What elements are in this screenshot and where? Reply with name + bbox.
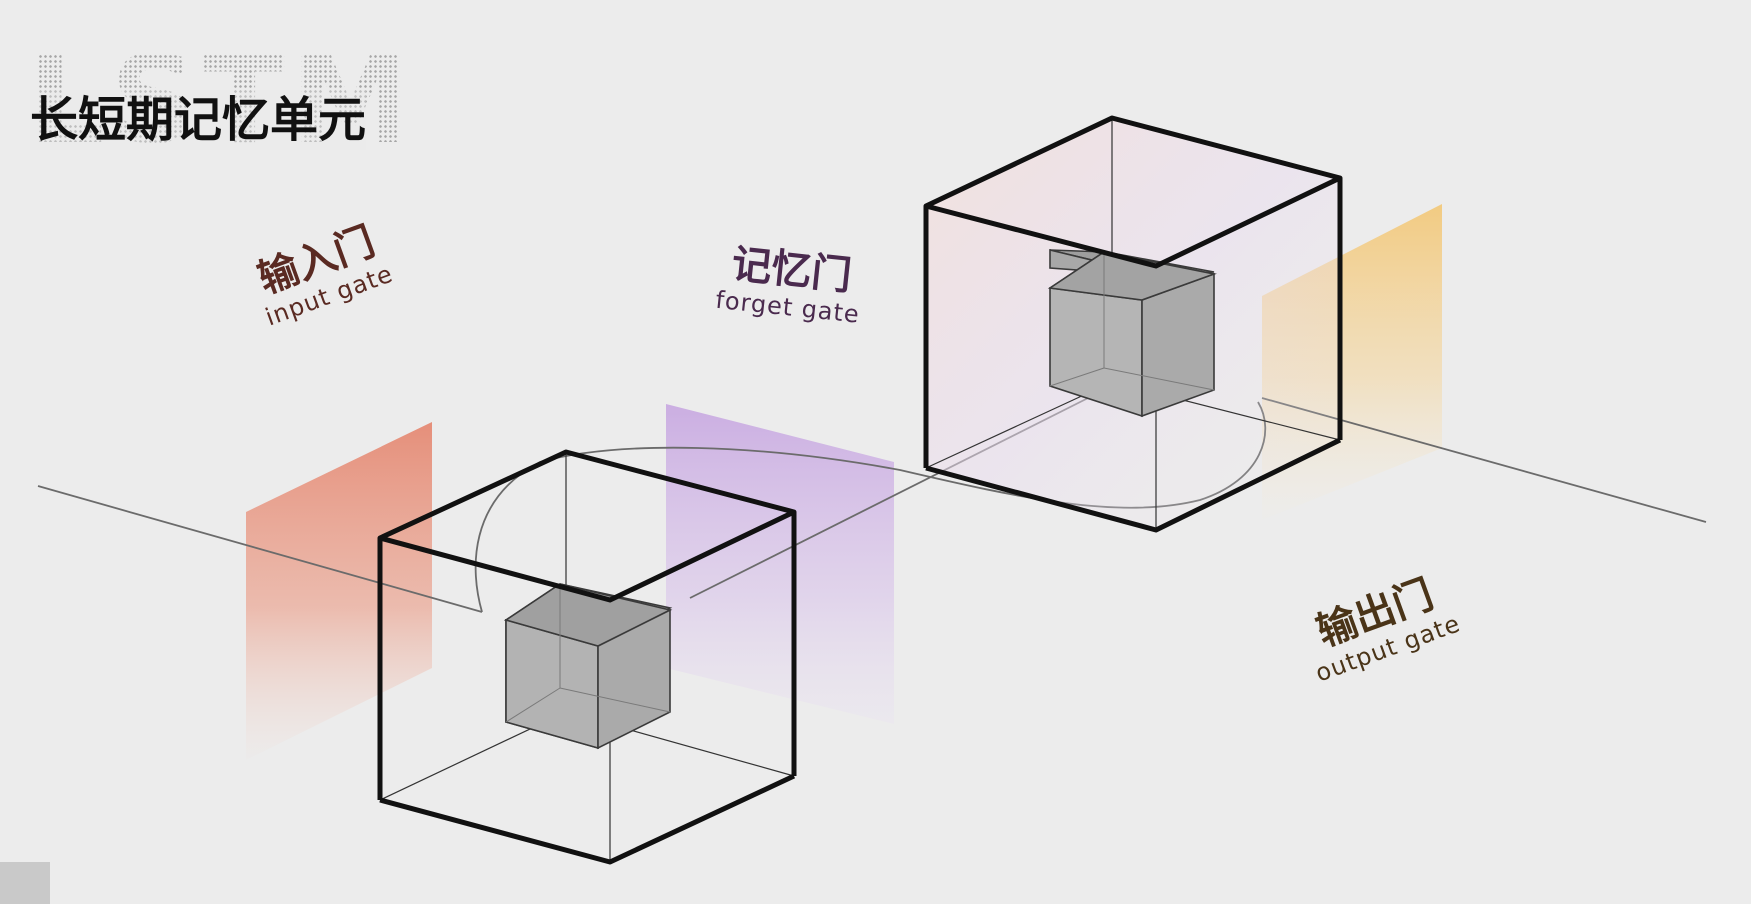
page-title: 长短期记忆单元 <box>30 90 367 150</box>
title-background-text: LSTM <box>28 32 417 171</box>
corner-tab[interactable] <box>0 862 50 904</box>
timeline-left <box>37 485 483 613</box>
title-block: LSTM 长短期记忆单元 <box>28 32 563 171</box>
cube-2-outline <box>923 115 1343 533</box>
forget-gate-label: 记忆门 forget gate <box>714 240 866 328</box>
inner-cube-1 <box>503 583 673 750</box>
forget-gate-panel <box>666 404 894 724</box>
cube-1-outline <box>377 449 797 865</box>
input-gate-panel <box>246 422 432 760</box>
inner-cube-2 <box>1047 248 1217 418</box>
